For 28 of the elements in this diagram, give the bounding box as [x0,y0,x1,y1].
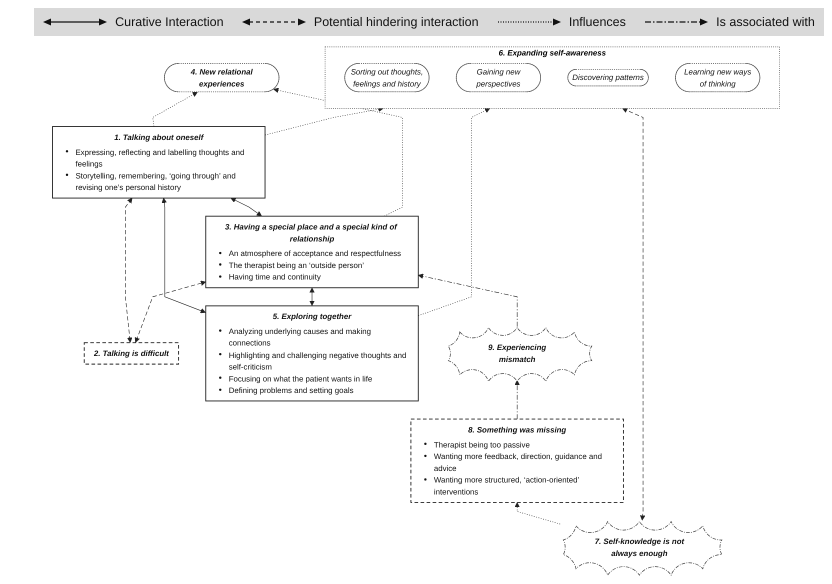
legend-label: Is associated with [716,15,815,29]
process-box [52,126,266,199]
double-arrow [230,198,262,216]
arrow [514,502,560,524]
arrow [418,274,518,327]
process-box [205,305,419,402]
arrow [514,380,520,420]
burst-shape [448,327,592,382]
arrow [264,106,384,136]
double-arrow [162,198,206,314]
double-arrow [309,288,315,306]
arrow [418,108,490,316]
oval-node [567,68,649,86]
legend-label: Potential hindering interaction [314,15,479,29]
dashed-box [84,342,180,365]
oval-node [344,63,430,92]
oval-node [675,63,760,92]
double-arrow [134,280,206,343]
burst-shape [562,521,722,576]
dashed-box [410,418,624,503]
legend-label: Influences [568,15,626,29]
double-arrow [125,198,132,343]
oval-node [164,63,280,92]
process-box [205,216,419,288]
legend-label: Curative Interaction [115,15,224,29]
double-arrow [622,108,646,520]
oval-node [456,63,541,92]
arrow [152,92,198,127]
